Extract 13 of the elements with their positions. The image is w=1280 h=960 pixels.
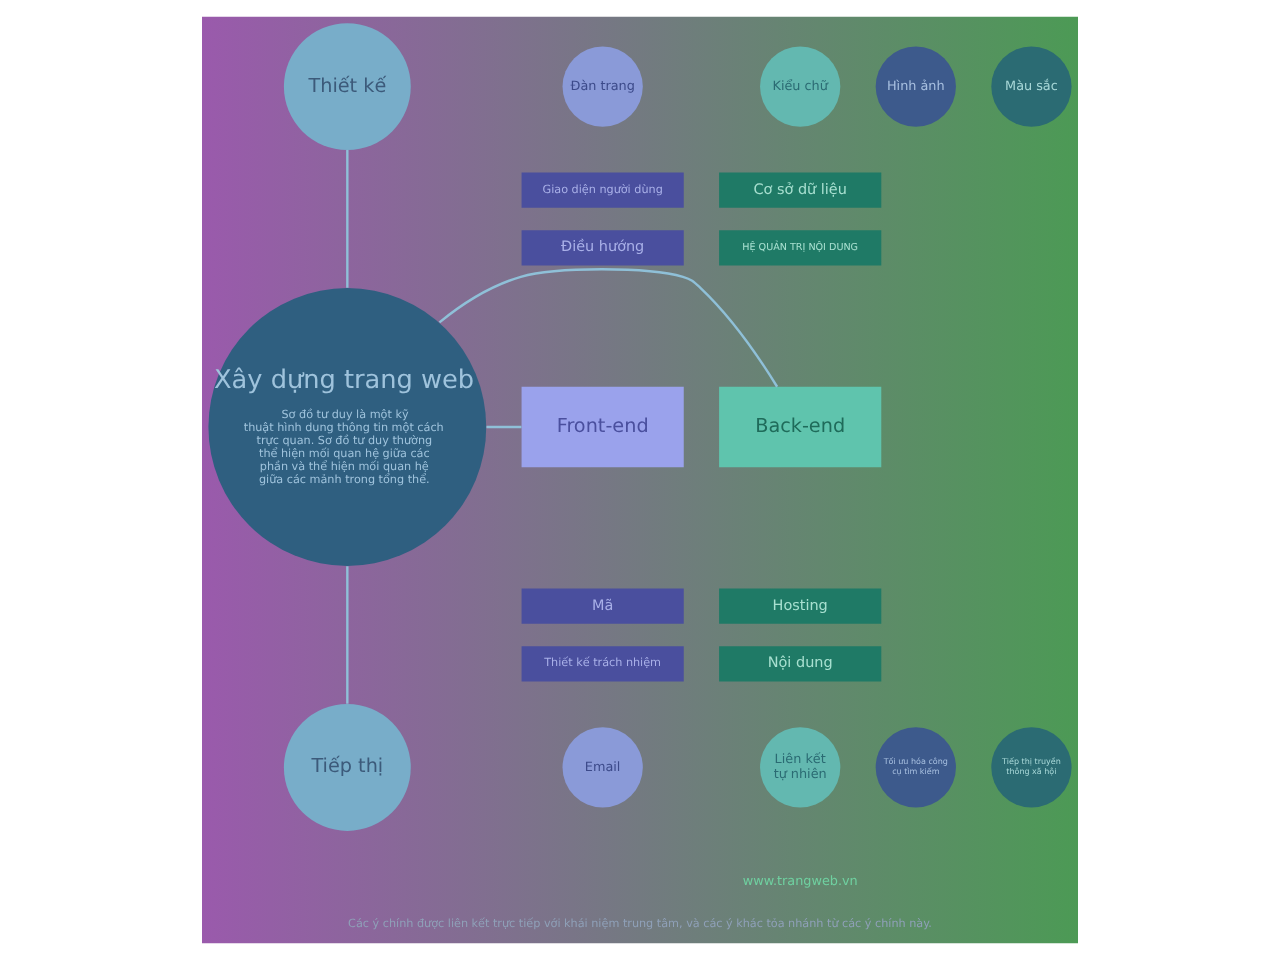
node-box: Nội dung (719, 646, 882, 682)
node-box: Back-end (719, 386, 882, 468)
node-box: Mã (521, 588, 684, 624)
node-box: Cơ sở dữ liệu (719, 172, 882, 208)
connector (346, 566, 349, 704)
node-circle: Thiết kế (283, 23, 411, 150)
node-box: Hosting (719, 588, 882, 624)
node-circle: Tiếp thị (283, 704, 411, 831)
connector (438, 268, 779, 388)
connector (486, 425, 522, 429)
node-box: Front-end (521, 386, 684, 468)
connector (346, 150, 349, 288)
node-box: Điều hướng (521, 230, 684, 266)
